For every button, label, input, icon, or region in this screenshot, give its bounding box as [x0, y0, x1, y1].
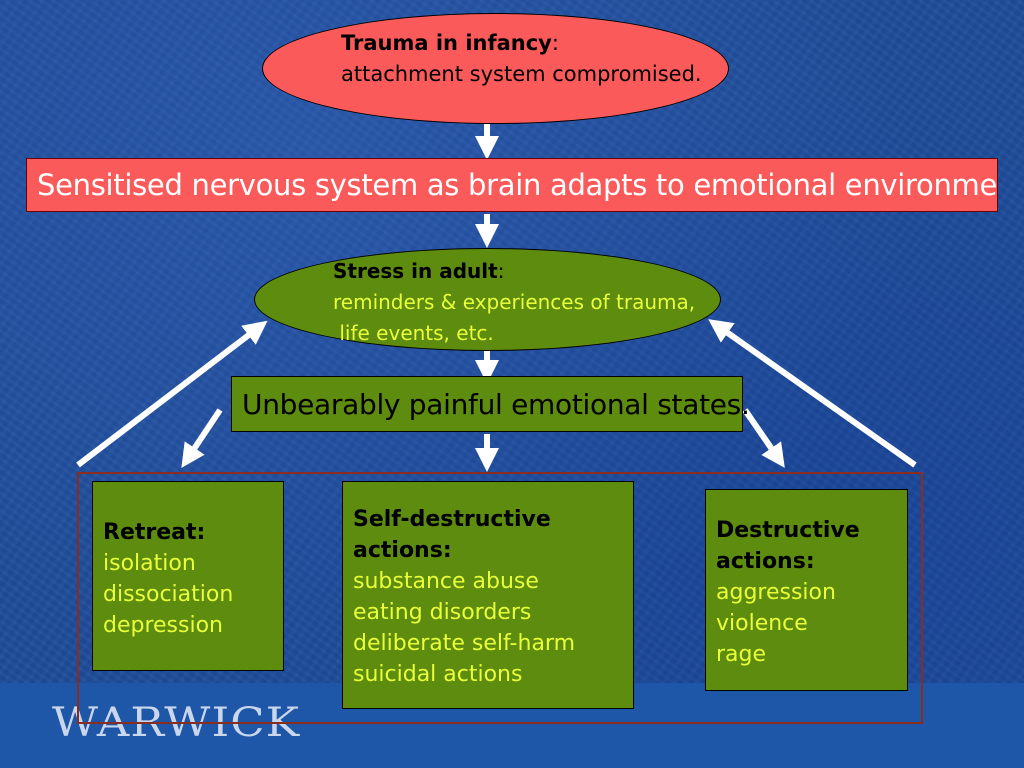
retreat-item: depression	[103, 613, 224, 638]
self-destructive-box: Self-destructive actions: substance abus…	[342, 481, 634, 709]
trauma-colon: :	[551, 31, 559, 55]
stress-in-adult-ellipse: Stress in adult: reminders & experiences…	[254, 248, 721, 351]
trauma-in-infancy-ellipse: Trauma in infancy: attachment system com…	[262, 13, 729, 124]
sensitised-nervous-system-box: Sensitised nervous system as brain adapt…	[26, 158, 998, 212]
destructive-title-1: Destructive	[716, 518, 860, 543]
trauma-title: Trauma in infancy	[341, 31, 552, 55]
self-destructive-item: substance abuse	[353, 569, 539, 594]
destructive-item: aggression	[716, 580, 836, 605]
stress-colon: :	[497, 259, 505, 283]
stress-line-2: life events, etc.	[339, 321, 494, 345]
self-destructive-item: suicidal actions	[353, 662, 523, 687]
self-destructive-item: eating disorders	[353, 600, 532, 625]
arrow-destructive-to-stress	[708, 319, 917, 468]
self-destructive-title-2: actions:	[353, 538, 452, 563]
trauma-text: attachment system compromised.	[341, 62, 702, 86]
unbearable-states-box: Unbearably painful emotional states.	[231, 376, 750, 432]
retreat-title: Retreat:	[103, 520, 206, 545]
arrow-unbearable-to-destructive	[742, 408, 785, 468]
arrow-unbearable-to-retreat	[181, 408, 223, 468]
arrow-retreat-to-stress	[76, 320, 268, 468]
unbearable-text: Unbearably painful emotional states.	[242, 388, 750, 421]
retreat-item: dissociation	[103, 582, 234, 607]
destructive-item: violence	[716, 611, 808, 636]
self-destructive-item: deliberate self-harm	[353, 631, 576, 656]
stress-line-1: reminders & experiences of trauma,	[333, 290, 696, 314]
self-destructive-title-1: Self-destructive	[353, 507, 551, 532]
retreat-box: Retreat: isolation dissociation depressi…	[92, 481, 284, 671]
responses-outline	[77, 472, 923, 724]
destructive-box: Destructive actions: aggression violence…	[705, 489, 908, 691]
destructive-item: rage	[716, 642, 767, 667]
stress-title: Stress in adult	[333, 259, 498, 283]
retreat-item: isolation	[103, 551, 196, 576]
sensitised-text: Sensitised nervous system as brain adapt…	[37, 168, 998, 202]
destructive-title-2: actions:	[716, 549, 815, 574]
